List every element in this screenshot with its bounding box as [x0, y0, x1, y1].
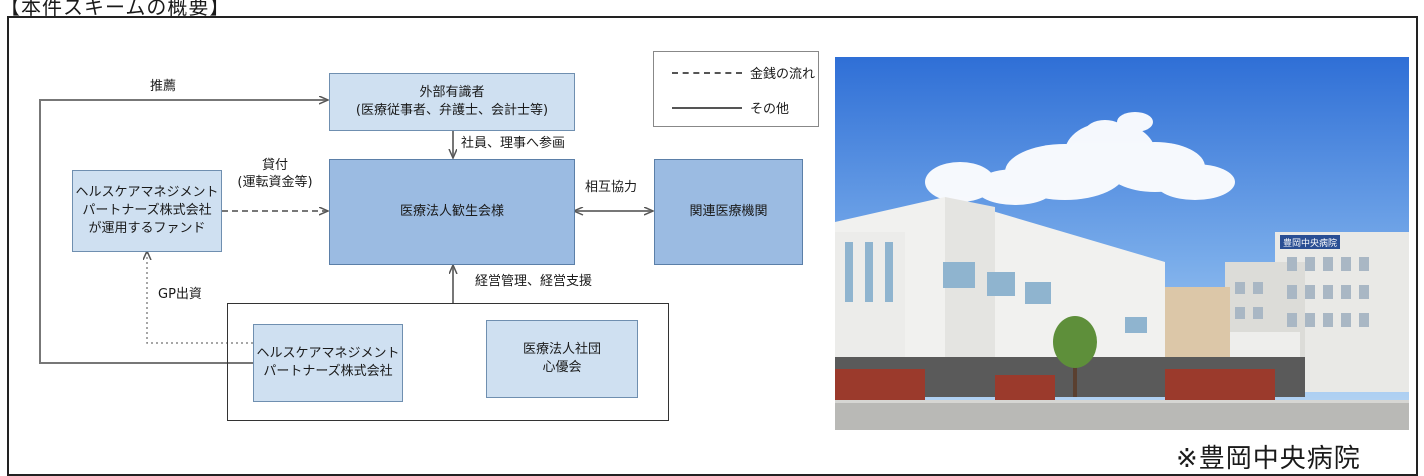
label-recommend: 推薦	[150, 79, 177, 94]
node-group	[227, 303, 669, 421]
label-gp: GP出資	[158, 287, 202, 302]
label-cooperation: 相互協力	[585, 180, 638, 195]
node-shinyukai: 医療法人社団 心優会	[486, 320, 638, 398]
legend-other: その他	[750, 102, 790, 117]
label-loan: 貸付 (運転資金等)	[237, 158, 313, 190]
label-participate: 社員、理事へ参画	[461, 136, 566, 151]
node-hmp: ヘルスケアマネジメント パートナーズ株式会社	[253, 324, 403, 402]
diagram-edges	[39, 0, 835, 364]
node-fund: ヘルスケアマネジメント パートナーズ株式会社 が運用するファンド	[72, 170, 222, 252]
legend-dashed-line	[672, 72, 742, 74]
node-external-expert: 外部有識者 (医療従事者、弁護士、会計士等)	[329, 73, 575, 131]
photo-caption: ※豊岡中央病院	[1176, 444, 1361, 474]
hospital-sign: 豊岡中央病院	[1283, 237, 1337, 249]
label-management: 経営管理、経営支援	[475, 274, 593, 289]
edge-gp	[147, 252, 253, 344]
legend: 金銭の流れ その他	[653, 51, 819, 127]
edge-recommend	[39, 100, 327, 364]
node-kanseikai: 医療法人歓生会様	[329, 159, 575, 265]
legend-money-flow: 金銭の流れ	[750, 67, 816, 82]
node-related-institution: 関連医療機関	[654, 159, 803, 265]
hospital-photo: 豊岡中央病院	[835, 57, 1409, 430]
legend-solid-line	[672, 107, 742, 109]
page-title: 【本件スキームの概要】	[0, 0, 231, 19]
